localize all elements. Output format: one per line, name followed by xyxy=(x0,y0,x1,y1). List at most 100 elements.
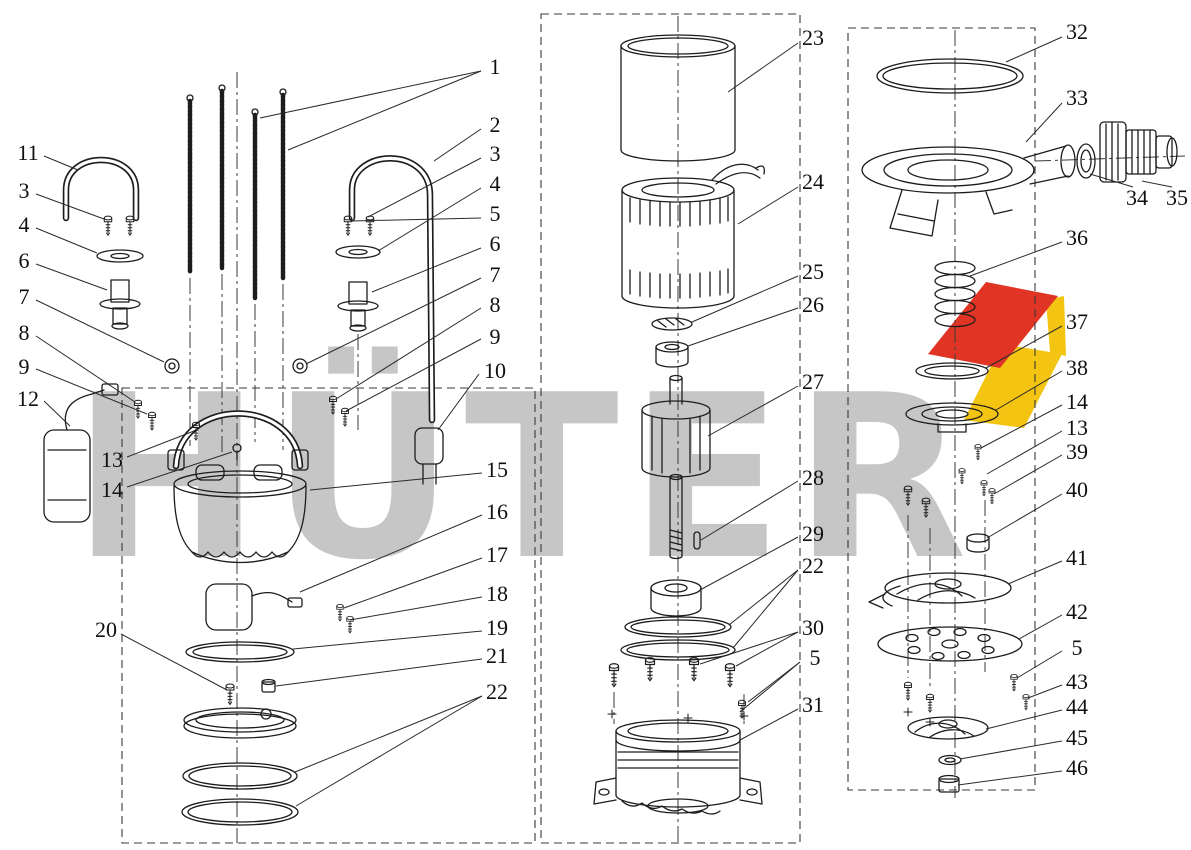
hose-adapter xyxy=(1099,121,1178,183)
callout-26: 26 xyxy=(802,292,824,317)
leader-line xyxy=(43,400,71,427)
leader-line xyxy=(1005,36,1063,63)
leader-line xyxy=(969,241,1063,277)
cable-loop-left xyxy=(62,156,140,222)
callout-2: 2 xyxy=(490,112,501,137)
leader-line xyxy=(35,193,105,220)
callout-37: 37 xyxy=(1066,309,1088,334)
shaft-key-28 xyxy=(693,531,701,550)
leader-line xyxy=(35,299,165,363)
callout-19: 19 xyxy=(486,615,508,640)
callout-12: 12 xyxy=(17,386,39,411)
impeller-44 xyxy=(907,716,989,740)
leader-line xyxy=(959,740,1063,760)
callout-20: 20 xyxy=(95,617,117,642)
callout-22: 22 xyxy=(802,553,824,578)
callout-44: 44 xyxy=(1066,694,1088,719)
leader-line xyxy=(309,472,483,491)
callout-14: 14 xyxy=(1066,389,1088,414)
leader-line xyxy=(700,480,799,541)
leader-line xyxy=(732,569,799,649)
callout-41: 41 xyxy=(1066,545,1088,570)
callout-25: 25 xyxy=(802,259,824,284)
callout-30: 30 xyxy=(802,615,824,640)
callout-15: 15 xyxy=(486,457,508,482)
leader-line xyxy=(739,708,799,741)
callout-8: 8 xyxy=(19,320,30,345)
leader-line xyxy=(305,277,482,365)
o-rings-22-left xyxy=(181,762,299,826)
leader-line xyxy=(343,557,483,609)
leader-line xyxy=(1007,560,1063,585)
nut-left xyxy=(164,358,180,374)
leader-line xyxy=(35,263,108,291)
callout-3: 3 xyxy=(19,178,30,203)
washer-45 xyxy=(938,754,962,766)
brand-red-ribbon xyxy=(928,282,1058,368)
capacitor xyxy=(205,583,303,631)
leader-line xyxy=(294,695,483,773)
wave-washer-25 xyxy=(651,317,693,331)
callout-14: 14 xyxy=(101,477,123,502)
nut-21 xyxy=(261,678,276,693)
callout-33: 33 xyxy=(1066,85,1088,110)
leader-line xyxy=(35,227,98,254)
o-ring-19 xyxy=(185,641,295,663)
leader-line xyxy=(126,430,195,458)
cable-gland-left xyxy=(99,279,141,330)
callout-11: 11 xyxy=(17,140,38,165)
leader-line xyxy=(433,128,482,162)
callout-13: 13 xyxy=(101,447,123,472)
callout-4: 4 xyxy=(19,212,30,237)
leader-line xyxy=(1027,684,1063,699)
callout-13: 13 xyxy=(1066,415,1088,440)
callout-3: 3 xyxy=(490,141,501,166)
impeller-41 xyxy=(868,572,1012,609)
callout-17: 17 xyxy=(486,542,508,567)
bearing-26 xyxy=(655,341,689,368)
bearing-plate xyxy=(183,707,297,739)
callout-43: 43 xyxy=(1066,669,1088,694)
right-assembly-box xyxy=(847,27,1036,791)
washer-right xyxy=(335,245,381,259)
leader-line xyxy=(349,596,483,621)
callout-5: 5 xyxy=(810,645,821,670)
callout-layer: 1134678912131420123456789101516171819212… xyxy=(17,19,1188,807)
leader-line xyxy=(126,451,233,488)
left-assembly-box xyxy=(121,387,536,844)
leader-line xyxy=(351,217,482,222)
leader-line xyxy=(345,338,482,412)
seal-ring-37 xyxy=(915,362,989,380)
spring-36 xyxy=(934,260,976,328)
callout-40: 40 xyxy=(1066,477,1088,502)
leader-line xyxy=(437,373,480,431)
motor-cover xyxy=(173,464,307,564)
bearing-29 xyxy=(650,579,702,617)
leader-line xyxy=(371,247,482,293)
leader-line xyxy=(367,157,482,218)
callout-42: 42 xyxy=(1066,599,1088,624)
stator-core xyxy=(621,163,765,309)
callout-8: 8 xyxy=(490,292,501,317)
washer-34 xyxy=(1076,143,1096,179)
leader-line xyxy=(1016,650,1063,679)
callout-35: 35 xyxy=(1166,185,1188,210)
callout-4: 4 xyxy=(490,171,501,196)
tie-bolt-set xyxy=(186,84,287,301)
callout-9: 9 xyxy=(19,354,30,379)
callout-7: 7 xyxy=(490,262,501,287)
callout-6: 6 xyxy=(490,231,501,256)
middle-assembly-box xyxy=(540,13,801,844)
carry-handle xyxy=(167,410,309,471)
callout-22: 22 xyxy=(486,679,508,704)
leader-line xyxy=(1025,102,1063,143)
leader-line xyxy=(957,770,1063,786)
callout-21: 21 xyxy=(486,643,508,668)
o-ring-32 xyxy=(876,58,1024,94)
callout-5: 5 xyxy=(490,201,501,226)
leader-line xyxy=(735,631,799,667)
seal-seat-38 xyxy=(905,402,999,433)
stator-housing xyxy=(620,34,736,162)
